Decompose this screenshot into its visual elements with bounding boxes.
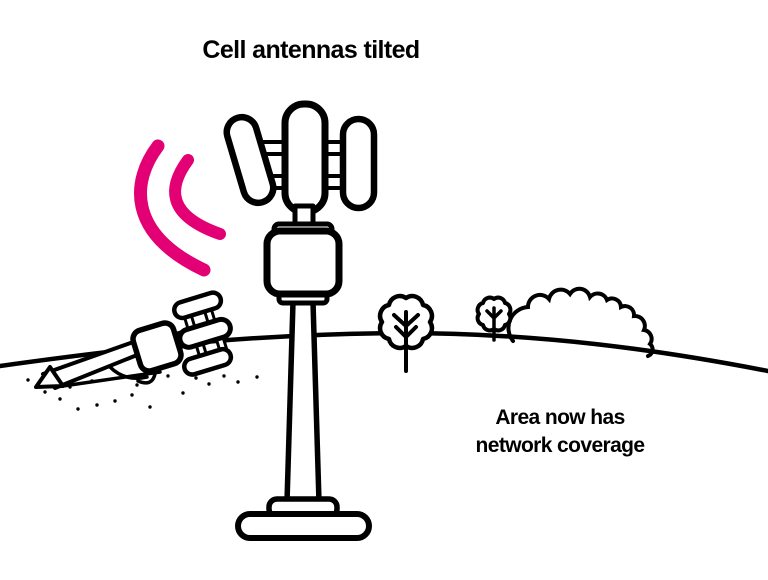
small-tree-trunk [485, 306, 503, 342]
caption-coverage-line1: Area now has [495, 406, 625, 429]
small-tree [475, 295, 513, 342]
signal-wave-inner [169, 154, 226, 240]
caption-antennas-tilted: Cell antennas tilted [202, 36, 420, 64]
caption-coverage-line2: network coverage [475, 434, 646, 457]
signal-waves-icon [134, 139, 226, 277]
large-tree-trunk [392, 310, 420, 373]
fallen-base-triangle [34, 365, 65, 389]
signal-wave-outer [134, 139, 211, 277]
fallen-base-plate-edge [61, 370, 162, 388]
cell-tower [223, 100, 378, 541]
antenna-panel-right [339, 115, 378, 212]
fallen-tower [34, 290, 234, 390]
tower-base-bottom [235, 511, 372, 541]
fallen-antenna-panel [172, 290, 224, 321]
ground-swoosh [108, 365, 149, 380]
antenna-panel-center [281, 100, 329, 216]
equipment-box [263, 227, 343, 298]
fallen-antenna-head [130, 290, 234, 377]
fallen-equipment-box [130, 320, 184, 374]
antenna-panel-left-tilted [223, 113, 277, 207]
tower-pole [284, 299, 322, 505]
bush [506, 286, 655, 358]
large-tree [377, 293, 435, 373]
ground-curl [136, 372, 157, 385]
fallen-antenna-panel [182, 346, 234, 377]
caption-coverage: Area now has network coverage [475, 404, 646, 460]
debris-dots [26, 374, 259, 411]
fallen-antenna-panel [177, 316, 233, 350]
